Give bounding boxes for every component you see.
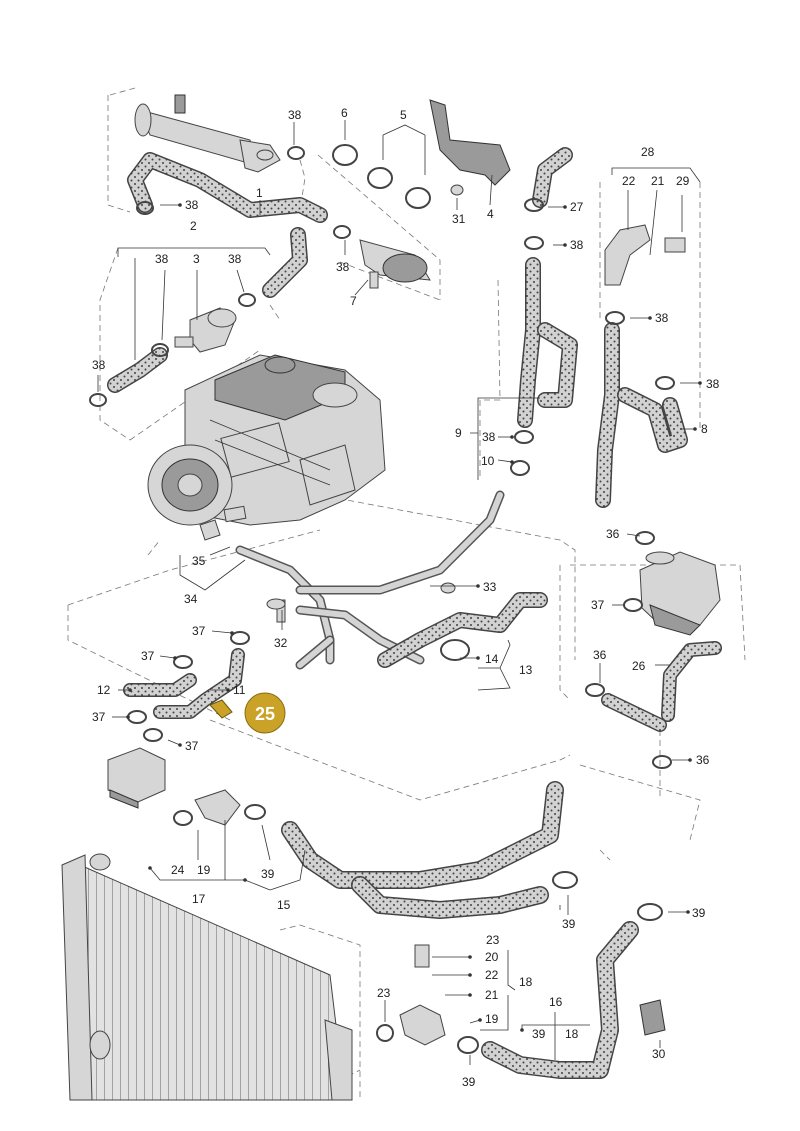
label-21: 21: [485, 988, 499, 1002]
label-18: 18: [519, 975, 533, 989]
label-17: 17: [192, 892, 206, 906]
label-37: 37: [141, 649, 155, 663]
radiator: [61, 853, 353, 1101]
label-38: 38: [655, 311, 669, 325]
label-23: 23: [377, 986, 391, 1000]
label-7: 7: [350, 294, 357, 308]
label-9: 9: [455, 426, 462, 440]
hose-clamps: [89, 144, 675, 1054]
label-22: 22: [622, 174, 636, 188]
label-3: 3: [193, 252, 200, 266]
label-22: 22: [485, 968, 499, 982]
label-19: 19: [485, 1012, 499, 1026]
highlight-badge[interactable]: [244, 692, 286, 734]
label-38: 38: [570, 238, 584, 252]
label-20: 20: [485, 950, 499, 964]
label-27: 27: [570, 200, 584, 214]
label-8: 8: [701, 422, 708, 436]
label-37: 37: [185, 739, 199, 753]
mounting-bracket: [429, 99, 511, 186]
label-38: 38: [155, 252, 169, 266]
label-28: 28: [641, 145, 655, 159]
label-35: 35: [192, 554, 206, 568]
label-16: 16: [549, 995, 563, 1009]
rubber-hoses: [107, 147, 722, 1079]
label-39: 39: [562, 917, 576, 931]
label-10: 10: [481, 454, 495, 468]
label-36: 36: [606, 527, 620, 541]
oil-cooler: [107, 747, 166, 809]
engine-block: [147, 354, 386, 526]
label-38: 38: [336, 260, 350, 274]
label-24: 24: [171, 863, 185, 877]
label-5: 5: [400, 108, 407, 122]
highlighted-part-25: 25: [209, 692, 286, 734]
egr-cooler: [134, 94, 281, 173]
label-31: 31: [452, 212, 466, 226]
label-39: 39: [261, 867, 275, 881]
label-2: 2: [190, 219, 197, 233]
label-39: 39: [462, 1075, 476, 1089]
label-34: 34: [184, 592, 198, 606]
label-39: 39: [532, 1027, 546, 1041]
label-21: 21: [651, 174, 665, 188]
expansion-tank: [639, 551, 721, 636]
label-30: 30: [652, 1047, 666, 1061]
label-26: 26: [632, 659, 646, 673]
callout-labels: 38 6 5 28 22 21 29 27 1 38 31 4 2 38 38 …: [92, 106, 720, 1089]
label-11: 11: [233, 683, 246, 697]
auxiliary-coolant-pump: [359, 239, 431, 289]
leader-dots: [126, 203, 702, 1032]
label-32: 32: [274, 636, 288, 650]
label-23: 23: [486, 933, 500, 947]
label-38: 38: [706, 377, 720, 391]
label-6: 6: [341, 106, 348, 120]
label-36: 36: [593, 648, 607, 662]
label-37: 37: [591, 598, 605, 612]
label-4: 4: [487, 207, 494, 221]
label-39: 39: [692, 906, 706, 920]
label-38: 38: [228, 252, 242, 266]
label-15: 15: [277, 898, 291, 912]
label-38: 38: [92, 358, 106, 372]
thermostat-valve: [174, 307, 237, 353]
label-38: 38: [288, 108, 302, 122]
label-37: 37: [192, 624, 206, 638]
label-12: 12: [97, 683, 111, 697]
label-19: 19: [197, 863, 211, 877]
highlight-badge-label: 25: [255, 704, 275, 724]
label-14: 14: [485, 652, 499, 666]
label-38: 38: [185, 198, 199, 212]
leader-lines: [97, 120, 701, 1065]
label-38: 38: [482, 430, 496, 444]
label-18: 18: [565, 1027, 579, 1041]
label-1: 1: [256, 186, 263, 200]
label-37: 37: [92, 710, 106, 724]
label-33: 33: [483, 580, 497, 594]
label-36: 36: [696, 753, 710, 767]
temperature-connector-top: [604, 224, 686, 286]
label-29: 29: [676, 174, 690, 188]
label-13: 13: [519, 663, 533, 677]
